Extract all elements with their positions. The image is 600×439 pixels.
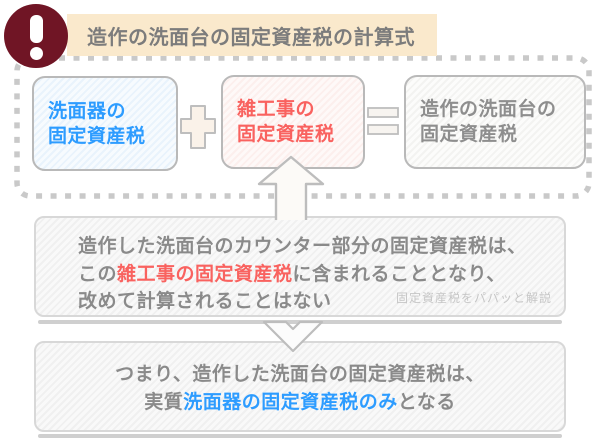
term-misc-work-tax-line2: 固定資産税 — [237, 124, 335, 145]
explanation-line2-suffix: に含まれることとなり、 — [292, 263, 506, 285]
conclusion-line2-prefix: 実質 — [144, 392, 184, 413]
exclamation-icon — [4, 4, 68, 68]
plus-icon — [180, 105, 216, 149]
explanation-box: 造作した洗面台のカウンター部分の固定資産税は、 この雑工事の固定資産税に含まれる… — [34, 216, 566, 317]
conclusion-line1: つまり、造作した洗面台の固定資産税は、 — [115, 364, 485, 385]
title-banner: 造作の洗面台の固定資産税の計算式 — [67, 14, 437, 56]
conclusion-line2-highlight: 洗面器の固定資産税のみ — [183, 392, 398, 413]
arrow-down-icon — [262, 320, 324, 353]
term-basin-tax-line2: 固定資産税 — [48, 125, 146, 147]
explanation-line1: 造作した洗面台のカウンター部分の固定資産税は、 — [78, 236, 527, 257]
term-basin-tax-line1: 洗面器の — [48, 100, 127, 122]
term-basin-tax: 洗面器の 固定資産税 — [32, 76, 178, 171]
equals-icon — [367, 107, 399, 135]
conclusion-line2-suffix: となる — [397, 392, 456, 413]
explanation-line3: 改めて計算されることはない — [78, 291, 332, 312]
conclusion-box: つまり、造作した洗面台の固定資産税は、 実質洗面器の固定資産税のみとなる — [34, 341, 566, 432]
explanation-line2-highlight: 雑工事の固定資産税 — [117, 263, 293, 285]
result-line2: 固定資産税 — [420, 124, 518, 145]
result-built-in-basin-tax: 造作の洗面台の 固定資産税 — [404, 75, 586, 169]
conclusion-box-shadow — [38, 434, 562, 438]
conclusion-line2: 実質洗面器の固定資産税のみとなる — [36, 389, 564, 417]
explanation-line2: この雑工事の固定資産税に含まれることとなり、 — [78, 261, 564, 289]
page-title: 造作の洗面台の固定資産税の計算式 — [87, 26, 415, 49]
term-misc-work-tax: 雑工事の 固定資産税 — [221, 75, 365, 169]
result-line1: 造作の洗面台の — [420, 99, 557, 120]
term-misc-work-tax-line1: 雑工事の — [237, 99, 316, 120]
arrow-up-icon — [257, 155, 325, 220]
explanation-line2-prefix: この — [78, 263, 118, 285]
site-watermark: 固定資産税をパパッと解説 — [395, 290, 552, 305]
